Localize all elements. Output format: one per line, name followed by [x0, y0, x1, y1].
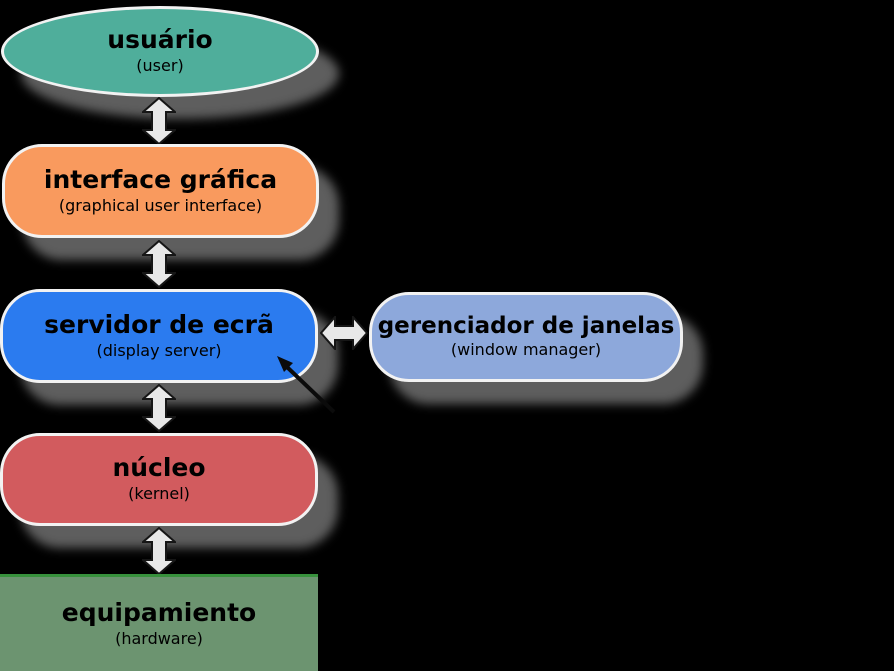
node-kernel-subtitle: (kernel) [128, 484, 190, 504]
node-hardware: equipamiento (hardware) [0, 574, 318, 671]
node-graphical-interface-subtitle: (graphical user interface) [58, 195, 263, 215]
node-user-title: usuário [107, 25, 213, 55]
node-display-server-title: servidor de ecrã [44, 309, 274, 339]
pointer-arrow-display-server [277, 356, 336, 414]
node-kernel-title: núcleo [112, 453, 206, 483]
arrow-display-server-window-manager [320, 316, 368, 350]
arrow-user-gui [142, 97, 176, 145]
node-display-server-subtitle: (display server) [96, 340, 222, 360]
node-hardware-subtitle: (hardware) [115, 628, 203, 648]
node-user: usuário (user) [1, 6, 319, 97]
arrow-display-server-kernel [142, 384, 176, 432]
node-kernel: núcleo (kernel) [0, 433, 318, 526]
arrow-gui-display-server [142, 240, 176, 288]
node-window-manager-title: gerenciador de janelas [377, 312, 675, 339]
node-window-manager-subtitle: (window manager) [450, 340, 602, 360]
node-graphical-interface-title: interface gráfica [43, 164, 278, 194]
node-hardware-title: equipamiento [61, 597, 257, 627]
node-graphical-interface: interface gráfica (graphical user interf… [2, 144, 319, 238]
node-window-manager: gerenciador de janelas (window manager) [369, 292, 683, 382]
node-user-subtitle: (user) [136, 56, 184, 76]
arrow-kernel-hardware [142, 527, 176, 575]
node-display-server: servidor de ecrã (display server) [0, 289, 318, 383]
